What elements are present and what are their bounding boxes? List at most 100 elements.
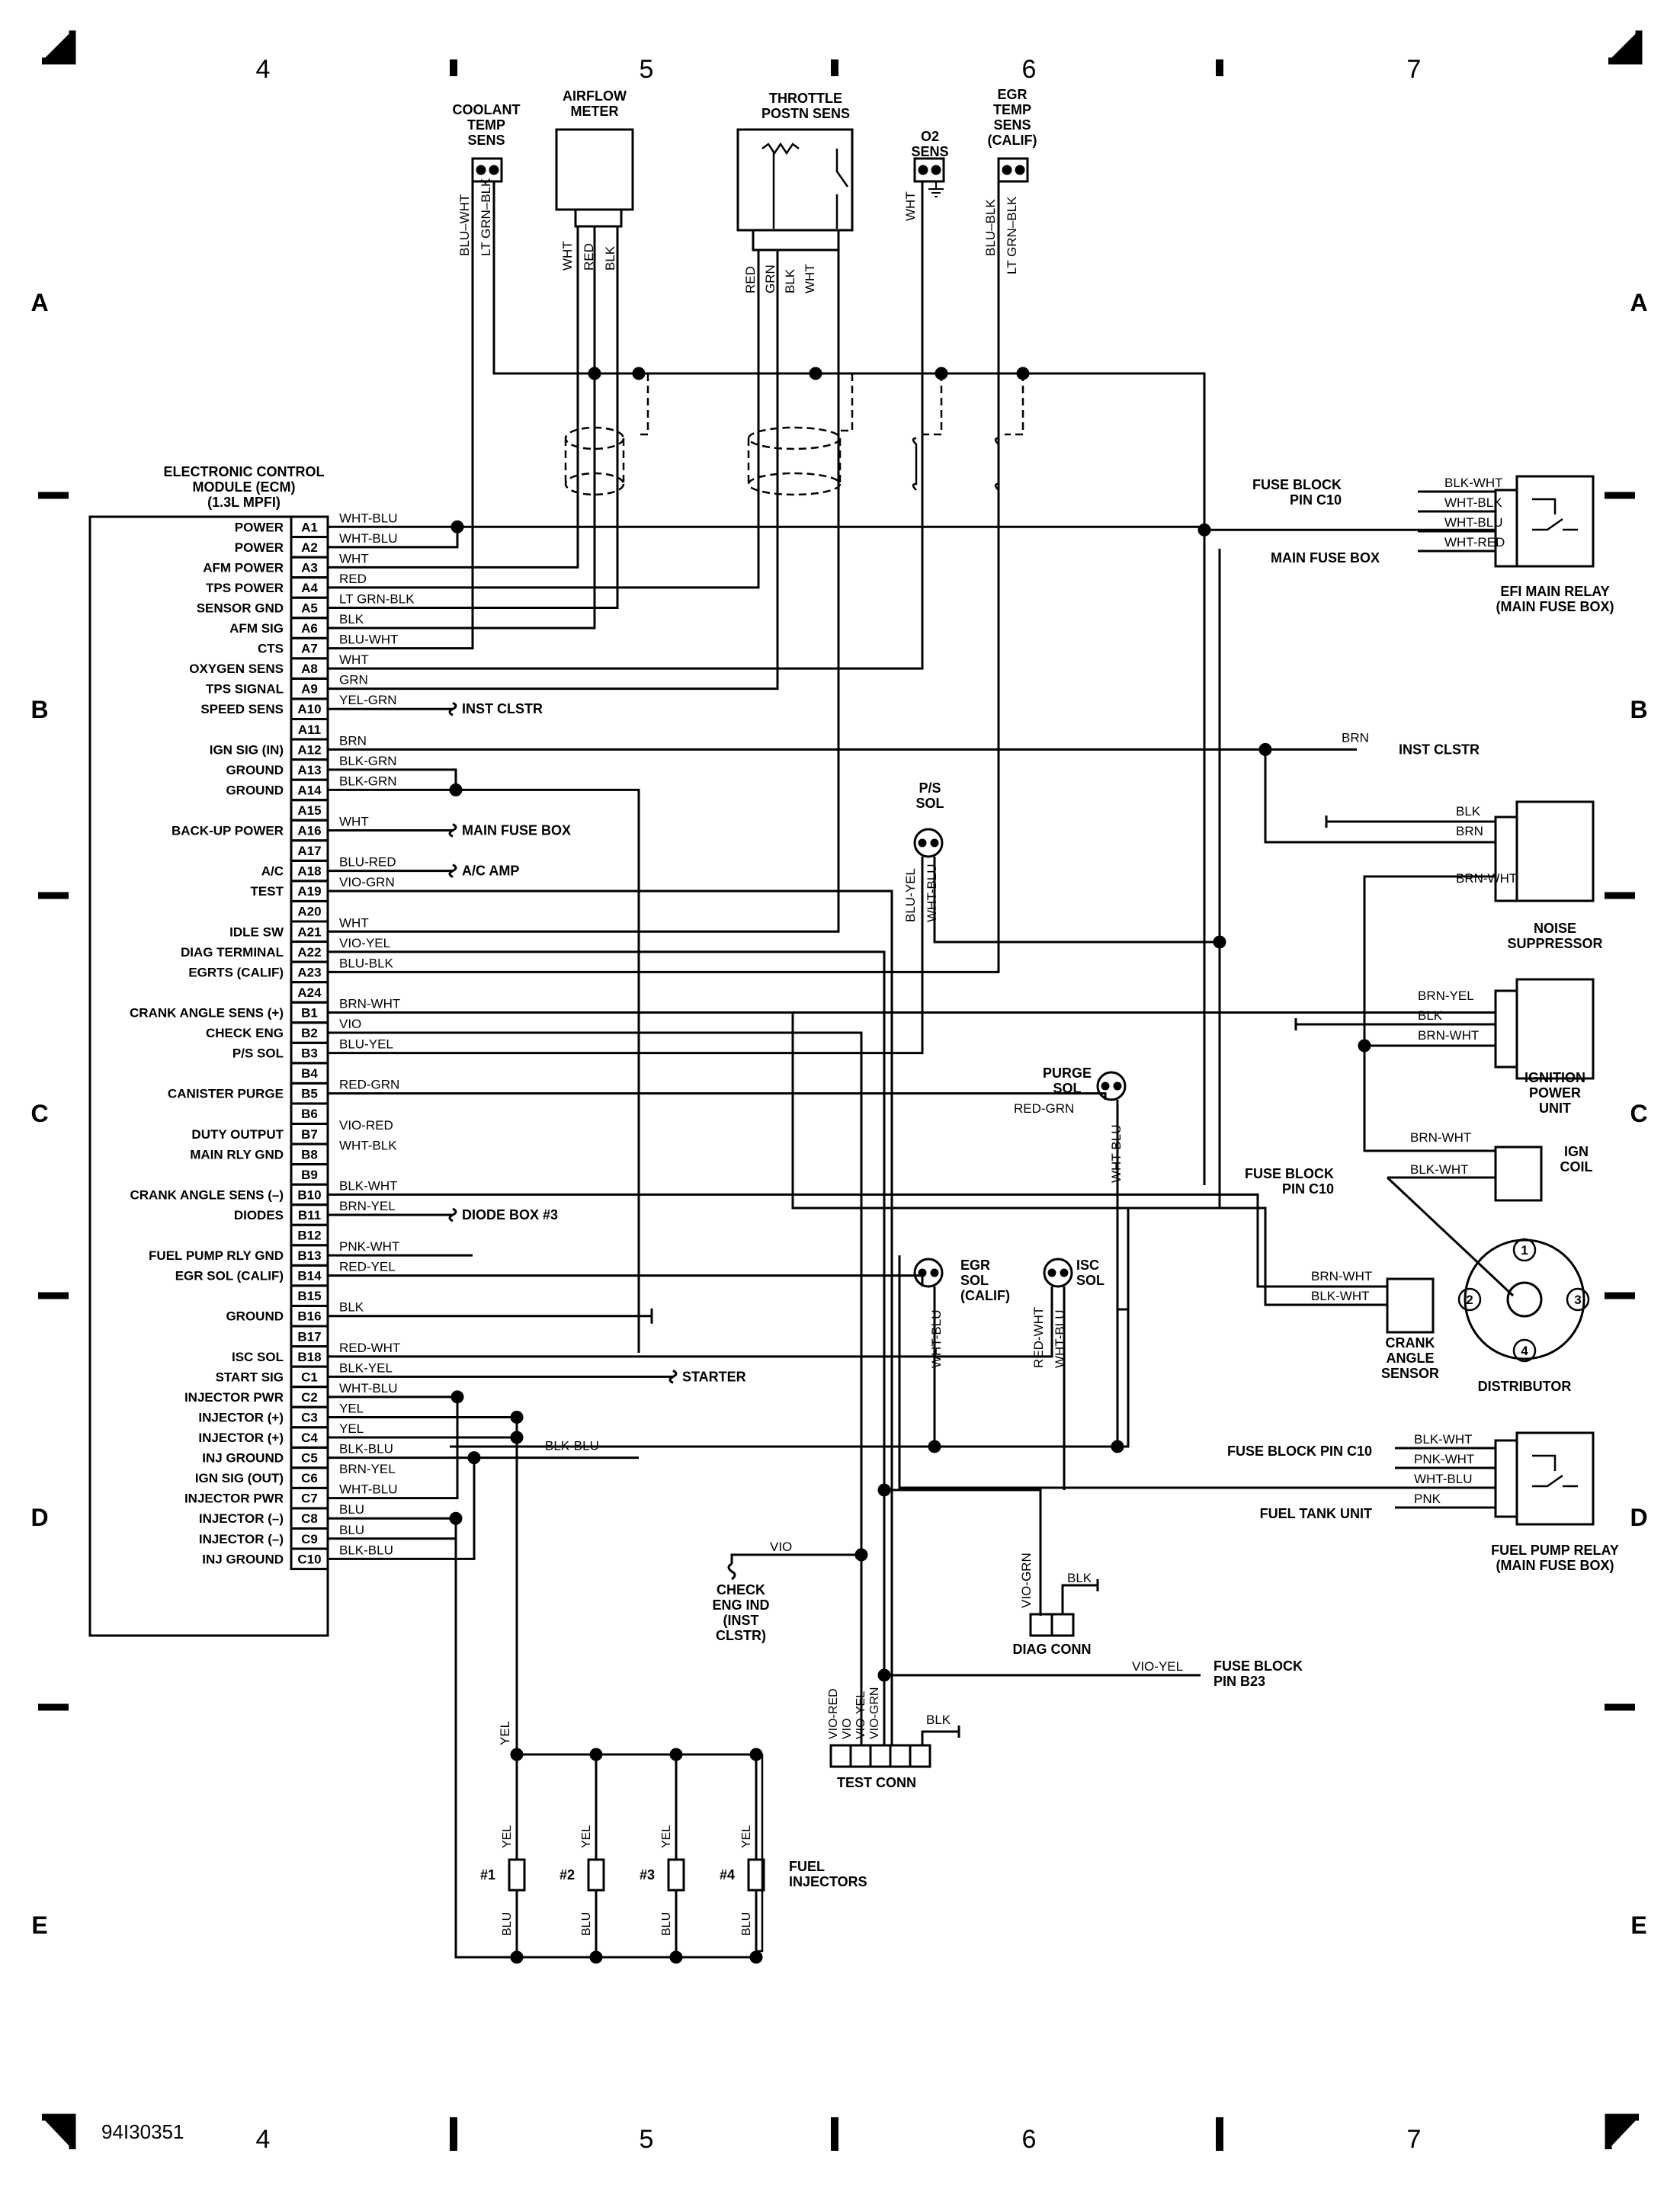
test-conn-wire-blk: BLK [926,1713,951,1727]
isc-sol-pin-2 [1060,1268,1069,1277]
isc-wire-1: RED-WHT [1031,1307,1046,1368]
ecm-pin-A14: A14 [297,783,322,797]
ecm-label-B18: ISC SOL [232,1350,284,1364]
efi-main-fuse-box: MAIN FUSE BOX [1271,550,1380,566]
ipu-title-1: POWER [1529,1085,1581,1101]
ecm-label-B8: MAIN RLY GND [190,1147,284,1162]
injector-blu-0: BLU [501,1912,514,1936]
throttle-wire-3: WHT [803,264,817,293]
test-conn-cell-0 [829,1744,852,1768]
ecm-wire-C5: BLK-BLU [339,1442,393,1456]
airflow-wire-1: RED [582,243,596,271]
fuel-injectors-title-0: FUEL [789,1859,825,1874]
purge-sol-pin-1 [1101,1081,1110,1091]
ecm-wire-C3: YEL [339,1401,364,1415]
junction-dot [669,1748,683,1761]
ecm-pin-C7: C7 [301,1492,318,1506]
airflow-title-1: METER [571,104,619,119]
ecm-label-A22: DIAG TERMINAL [181,945,284,960]
wire-B5-purge [328,1092,1107,1100]
airflow-meter-body [555,128,634,211]
ecm-label-A16: BACK-UP POWER [172,824,284,838]
coil-fuse-label-1: PIN C10 [1282,1181,1334,1197]
coolant-temp-title-1: TEMP [467,117,505,133]
purge-sol-pin-2 [1113,1081,1122,1091]
ecm-pin-B8: B8 [301,1147,318,1162]
fuse-b23-label-1: PIN B23 [1214,1674,1265,1689]
drawing-id: 94I30351 [101,2120,184,2143]
noise-suppressor-connector [1494,816,1518,902]
distributor-terminal-label-1: 1 [1521,1243,1528,1258]
ecm-pin-A9: A9 [301,682,318,697]
junction-dot [1358,1039,1371,1053]
ecm-wire-C2: WHT-BLU [339,1381,398,1395]
ecm-pin-A23: A23 [297,965,321,979]
ecm-label-B3: P/S SOL [232,1046,284,1061]
grid-col-top-5: 5 [640,55,654,84]
injector-yel-0: YEL [501,1825,514,1848]
efi-relay-wire-label-1: WHT-BLK [1444,495,1502,510]
throttle-wire-0: RED [743,266,758,293]
isc-sol-title-0: ISC [1076,1258,1099,1273]
purge-wire-1: RED-GRN [1014,1101,1074,1116]
ecm-wire-B1: BRN-WHT [339,996,400,1011]
wire-B16-ground [328,1308,653,1324]
egr-temp-connector [997,157,1029,183]
dest-C1: STARTER [682,1369,746,1384]
fuse-b23-wire: VIO-YEL [1132,1659,1183,1674]
test-conn-wire-1: VIO [841,1718,854,1739]
fuel-pump-relay-title-0: FUEL PUMP RELAY [1491,1543,1619,1558]
airflow-meter-connector [574,208,623,228]
ecm-wire-A3: WHT [339,551,369,566]
ecm-wire-C8: BLU [339,1502,364,1517]
ecm-pin-C5: C5 [301,1451,318,1466]
ecm-label-C6: IGN SIG (OUT) [195,1471,284,1485]
ecm-label-A6: AFM SIG [229,621,284,636]
diag-wire-1: VIO-GRN [1019,1553,1034,1608]
ecm-label-A9: TPS SIGNAL [206,682,284,697]
wire-noise-ground [1325,816,1496,828]
ecm-wire-C6: BRN-YEL [339,1462,396,1476]
ecm-wire-A18: BLU-RED [339,855,396,870]
ecm-pin-A10: A10 [297,702,321,716]
ecm-label-B10: CRANK ANGLE SENS (–) [130,1187,284,1202]
wire-B13-pump [328,1254,1496,1489]
ecm-wire-B10: BLK-WHT [339,1178,398,1193]
distributor-terminal-label-4: 4 [1521,1344,1528,1358]
ecm-label-A7: CTS [258,642,284,656]
crank-wire-label-1: BLK-WHT [1311,1289,1370,1303]
throttle-resistor [761,142,849,229]
egr-pin-1 [1002,165,1012,175]
test-conn-title: TEST CONN [837,1775,916,1790]
ecm-pin-C3: C3 [301,1410,318,1424]
grid-row-left-A: A [30,289,48,316]
dest-A16: MAIN FUSE BOX [462,823,571,838]
ecm-label-A21: IDLE SW [229,924,284,939]
shield-ellipse-2 [747,426,842,450]
efi-relay-wire-label-2: WHT-BLU [1444,515,1503,530]
fuel-pump-relay-symbol [1532,1454,1578,1488]
egr-sol-pin-1 [918,1268,927,1277]
ecm-wire-A13: BLK-GRN [339,754,397,768]
coil-wire-1: BRN-WHT [1410,1130,1471,1145]
blk-blu-label: BLK-BLU [545,1439,599,1453]
junction-dot [589,1950,603,1964]
o2-pin-1 [918,165,928,175]
o2-wire: WHT [903,191,918,221]
o2-connector [913,157,945,183]
ecm-pin-A20: A20 [297,905,321,919]
ps-sol-title-1: SOL [915,796,944,811]
efi-relay-title-1: (MAIN FUSE BOX) [1496,599,1614,614]
wire-A8 [328,181,924,670]
corner-bottom [42,2113,1639,2149]
fuel-tank-unit-label: FUEL TANK UNIT [1260,1506,1372,1521]
shield-drain-o2 [922,373,943,436]
junction-dot [669,1950,683,1964]
ecm-wire-A2: WHT-BLU [339,531,398,546]
ecm-wire-A1: WHT-BLU [339,511,398,525]
wire-brn-label: BRN [1342,730,1369,745]
test-conn-wire-2: VIO-YEL [854,1691,867,1739]
crank-wire-label-0: BRN-WHT [1311,1269,1372,1283]
wire-power-riser [1127,549,1221,1309]
